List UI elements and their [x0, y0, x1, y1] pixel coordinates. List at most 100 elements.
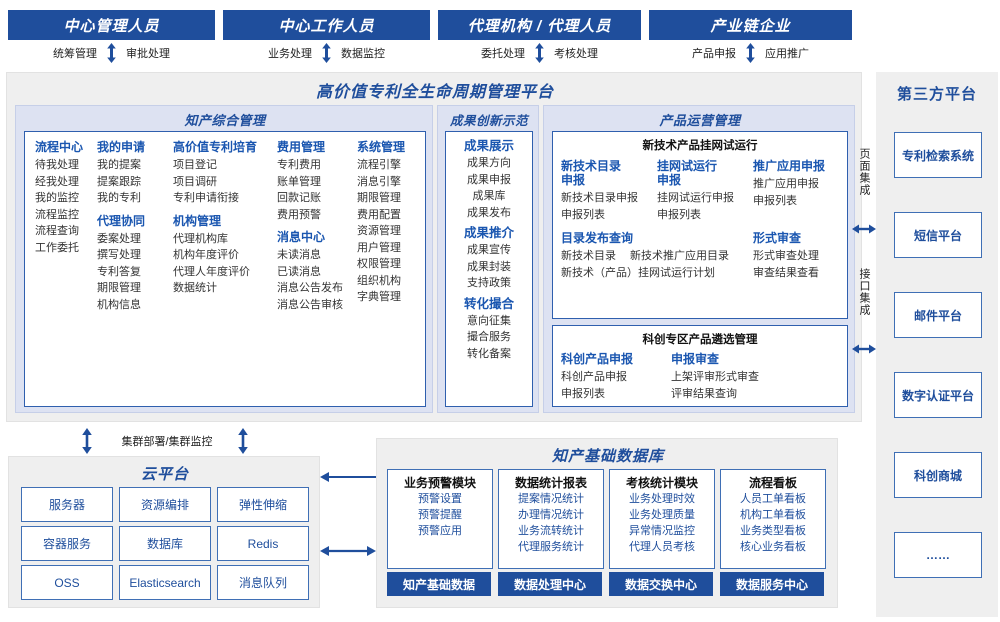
ipm-leaf-item[interactable]: 委案处理 [97, 232, 141, 245]
database-leaf-item[interactable]: 办理情况统计 [518, 509, 584, 521]
review-leaf-item[interactable]: 审查结果查看 [753, 266, 819, 279]
ipm-leaf-item[interactable]: 未读消息 [277, 249, 321, 261]
ipm-leaf-item[interactable]: 流程查询 [35, 225, 79, 237]
ipm-leaf-item[interactable]: 消息公告审核 [277, 298, 343, 311]
database-leaf-item[interactable]: 业务处理时效 [629, 493, 695, 505]
kechuang-column-head: 科创产品申报 [561, 352, 634, 366]
third-party-item-1[interactable]: 专利检索系统 [894, 132, 982, 178]
kechuang-columns: 科创产品申报科创产品申报申报列表申报审查上架评审形式审查评审结果查询 [553, 347, 847, 402]
ipm-leaf-item[interactable]: 撰写处理 [97, 249, 141, 261]
ipm-leaf-item[interactable]: 我的专利 [97, 192, 141, 204]
ipm-leaf-item[interactable]: 专利费用 [277, 159, 321, 171]
ipm-leaf-item[interactable]: 流程监控 [35, 208, 79, 221]
database-leaf-item[interactable]: 代理服务统计 [518, 541, 584, 553]
ipm-leaf-item[interactable]: 我的监控 [35, 192, 79, 204]
kechuang-leaf-item[interactable]: 评审结果查询 [671, 387, 737, 400]
database-leaf-item[interactable]: 业务流转统计 [518, 525, 584, 537]
database-card: 考核统计模块业务处理时效业务处理质量异常情况监控代理人员考核 [609, 469, 715, 569]
kechuang-leaf-item[interactable]: 上架评审形式审查 [671, 371, 759, 383]
database-leaf-item[interactable]: 代理人员考核 [629, 541, 695, 553]
achievement-leaf-item[interactable]: 撮合服务 [467, 331, 511, 343]
cloud-cell[interactable]: 服务器 [21, 487, 113, 522]
database-card-footer[interactable]: 数据交换中心 [609, 572, 713, 596]
cloud-cell[interactable]: Redis [217, 526, 309, 561]
database-card-footer[interactable]: 数据处理中心 [498, 572, 602, 596]
database-leaf-item[interactable]: 业务处理质量 [629, 509, 695, 521]
database-leaf-item[interactable]: 异常情况监控 [629, 525, 695, 537]
database-leaf-item[interactable]: 预警应用 [418, 525, 462, 537]
ipm-leaf-item[interactable]: 字典管理 [357, 291, 401, 303]
achievement-leaf-item[interactable]: 成果宣传 [467, 244, 511, 256]
ipm-leaf-item[interactable]: 待我处理 [35, 159, 79, 171]
trial-leaf-item[interactable]: 挂网试运行申报 [657, 192, 734, 204]
third-party-item-5[interactable]: 科创商城 [894, 452, 982, 498]
achievement-leaf-item[interactable]: 成果封装 [467, 260, 511, 273]
trial-leaf-item[interactable]: 推广应用申报 [753, 178, 819, 190]
cloud-cell[interactable]: 资源编排 [119, 487, 211, 522]
catalog-leaf-item[interactable]: 新技术（产品）挂网试运行计划 [561, 266, 715, 279]
achievement-leaf-item[interactable]: 成果发布 [467, 206, 511, 219]
database-leaf-item[interactable]: 人员工单看板 [740, 493, 806, 505]
trial-leaf-item[interactable]: 申报列表 [753, 194, 797, 207]
ipm-leaf-item[interactable]: 数据统计 [173, 282, 217, 294]
achievement-leaf-item[interactable]: 成果库 [472, 190, 506, 202]
ipm-leaf-item[interactable]: 我的提案 [97, 159, 141, 171]
ipm-leaf-item[interactable]: 专利申请衔接 [173, 192, 239, 204]
database-leaf-item[interactable]: 机构工单看板 [740, 509, 806, 521]
ipm-leaf-item[interactable]: 提案跟踪 [97, 175, 141, 188]
ipm-leaf-item[interactable]: 经我处理 [35, 175, 79, 188]
kechuang-leaf-item[interactable]: 科创产品申报 [561, 371, 627, 383]
database-leaf-item[interactable]: 预警提醒 [418, 509, 462, 521]
third-party-item-2[interactable]: 短信平台 [894, 212, 982, 258]
cloud-cell[interactable]: OSS [21, 565, 113, 600]
achievement-leaf-item[interactable]: 意向征集 [467, 314, 511, 327]
ipm-leaf-item[interactable]: 期限管理 [357, 192, 401, 204]
ipm-leaf-item[interactable]: 回款记账 [277, 192, 321, 204]
third-party-item-3[interactable]: 邮件平台 [894, 292, 982, 338]
ipm-leaf-item[interactable]: 机构年度评价 [173, 249, 239, 261]
ipm-leaf-item[interactable]: 权限管理 [357, 258, 401, 270]
cloud-cell[interactable]: Elasticsearch [119, 565, 211, 600]
third-party-item-6[interactable]: …… [894, 532, 982, 578]
achievement-leaf-item[interactable]: 支持政策 [467, 277, 511, 289]
cloud-cell[interactable]: 弹性伸缩 [217, 487, 309, 522]
trial-leaf-item[interactable]: 申报列表 [561, 208, 605, 221]
ipm-leaf-item[interactable]: 代理机构库 [173, 232, 228, 245]
database-leaf-item[interactable]: 核心业务看板 [740, 541, 806, 553]
ipm-leaf-item[interactable]: 费用配置 [357, 208, 401, 221]
catalog-leaf-item[interactable]: 新技术目录 [561, 250, 616, 262]
achievement-leaf-item[interactable]: 转化备案 [467, 347, 511, 360]
database-card-footer[interactable]: 数据服务中心 [720, 572, 824, 596]
ipm-leaf-item[interactable]: 用户管理 [357, 241, 401, 254]
achievement-leaf-item[interactable]: 成果方向 [467, 157, 511, 169]
ipm-leaf-item[interactable]: 费用预警 [277, 208, 321, 221]
ipm-leaf-item[interactable]: 机构信息 [97, 298, 141, 311]
ipm-leaf-item[interactable]: 已读消息 [277, 265, 321, 278]
ipm-leaf-item[interactable]: 组织机构 [357, 274, 401, 287]
trial-leaf-item[interactable]: 新技术目录申报 [561, 192, 638, 204]
trial-leaf-item[interactable]: 申报列表 [657, 208, 701, 221]
ipm-leaf-item[interactable]: 工作委托 [35, 241, 79, 254]
ipm-leaf-item[interactable]: 专利答复 [97, 265, 141, 278]
database-leaf-item[interactable]: 业务类型看板 [740, 525, 806, 537]
database-leaf-item[interactable]: 预警设置 [418, 493, 462, 505]
kechuang-leaf-item[interactable]: 申报列表 [561, 387, 605, 400]
database-leaf-item[interactable]: 提案情况统计 [518, 493, 584, 505]
review-leaf-item[interactable]: 形式审查处理 [753, 250, 819, 262]
catalog-leaf-item[interactable]: 新技术推广应用目录 [630, 250, 729, 262]
third-party-item-4[interactable]: 数字认证平台 [894, 372, 982, 418]
ipm-leaf-item[interactable]: 代理人年度评价 [173, 265, 250, 278]
ipm-leaf-item[interactable]: 消息引擎 [357, 175, 401, 188]
cloud-cell[interactable]: 数据库 [119, 526, 211, 561]
ipm-leaf-item[interactable]: 项目登记 [173, 159, 217, 171]
cloud-cell[interactable]: 消息队列 [217, 565, 309, 600]
ipm-leaf-item[interactable]: 资源管理 [357, 225, 401, 237]
achievement-leaf-item[interactable]: 成果申报 [467, 173, 511, 186]
cloud-cell[interactable]: 容器服务 [21, 526, 113, 561]
ipm-leaf-item[interactable]: 流程引擎 [357, 159, 401, 171]
ipm-leaf-item[interactable]: 项目调研 [173, 175, 217, 188]
database-card-footer[interactable]: 知产基础数据 [387, 572, 491, 596]
ipm-leaf-item[interactable]: 期限管理 [97, 282, 141, 294]
ipm-leaf-item[interactable]: 消息公告发布 [277, 282, 343, 294]
ipm-leaf-item[interactable]: 账单管理 [277, 175, 321, 188]
